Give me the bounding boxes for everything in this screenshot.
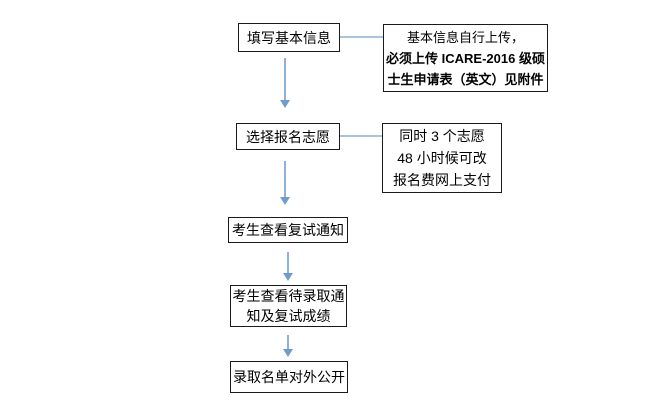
flow-step-label: 录取名单对外公开 [233,369,345,385]
flow-step-publish-admission-list: 录取名单对外公开 [230,361,348,393]
note-basic-info-upload: 基本信息自行上传， 必须上传 ICARE-2016 级硕 士生申请表（英文）见附… [383,24,548,92]
note-preferences-payment: 同时 3 个志愿 48 小时候可改 报名费网上支付 [382,123,502,193]
connector-line-step1-note1 [340,36,383,38]
flow-step-view-reexam-notice: 考生查看复试通知 [228,217,348,243]
arrow-down-3 [287,252,289,273]
arrow-down-1-head [280,100,290,108]
connector-line-step2-note2 [340,135,382,137]
note-line: 同时 3 个志愿 [399,128,485,144]
arrow-down-4-head [283,349,293,357]
arrow-down-3-head [283,273,293,281]
flow-step-view-admission-notice: 考生查看待录取通 知及复试成绩 [230,285,347,327]
flow-step-label: 选择报名志愿 [246,128,330,145]
flow-step-label-line2: 知及复试成绩 [246,308,331,324]
arrow-down-4 [287,335,289,349]
flow-step-label: 考生查看复试通知 [232,222,344,238]
arrow-down-2-head [280,197,290,205]
flow-step-fill-basic-info: 填写基本信息 [238,23,340,52]
flow-step-label: 填写基本信息 [247,29,331,46]
note-line: 报名费网上支付 [393,172,491,188]
arrow-down-1 [284,58,286,100]
note-line: 士生申请表（英文）见附件 [387,71,544,87]
note-line: 基本信息自行上传， [406,29,524,45]
flow-step-choose-preferences: 选择报名志愿 [236,123,340,150]
arrow-down-2 [284,161,286,197]
flow-step-label-line1: 考生查看待录取通 [232,288,345,304]
note-line: 必须上传 ICARE-2016 级硕 [386,50,545,66]
note-line: 48 小时候可改 [397,150,487,166]
